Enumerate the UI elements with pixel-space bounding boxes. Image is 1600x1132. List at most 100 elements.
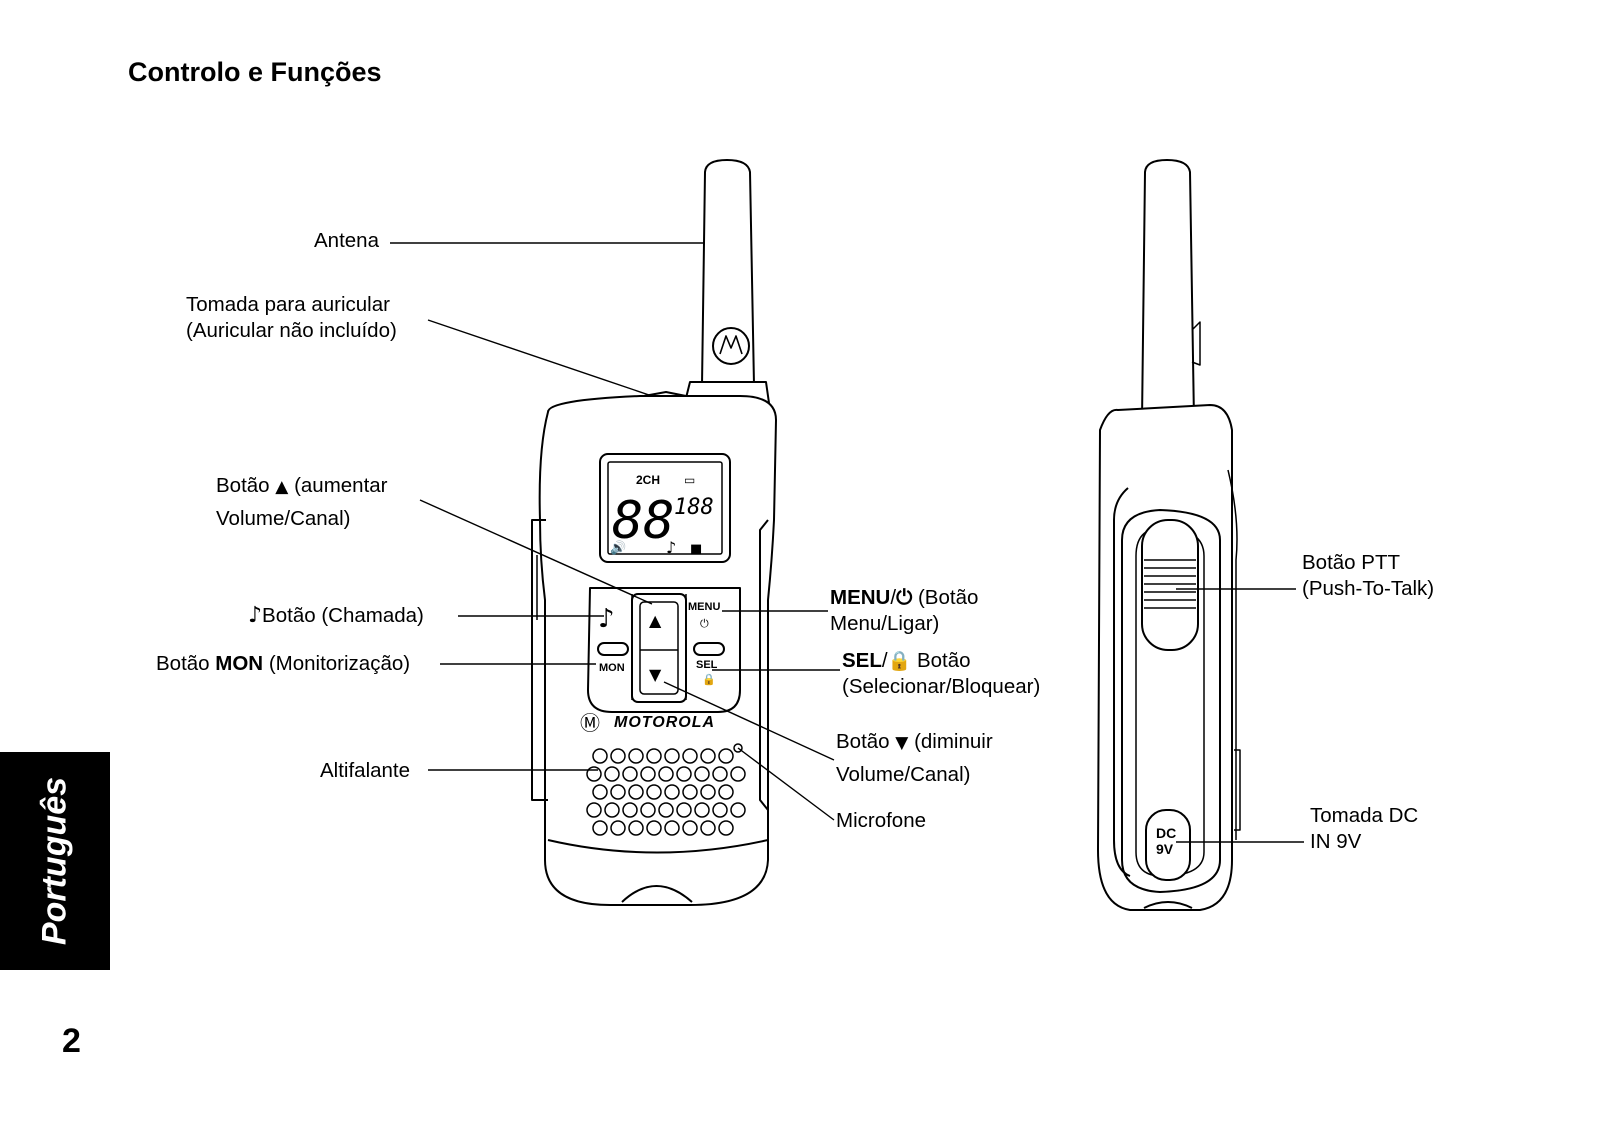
dc-jack-label-line2: 9V: [1156, 841, 1174, 857]
speaker-hole: [730, 802, 746, 818]
label-mon-suffix: (Monitorização): [268, 652, 411, 675]
keypad-sel-label: SEL: [696, 659, 718, 671]
speaker-hole: [592, 784, 608, 800]
label-menu-suffix: (Botão: [917, 586, 979, 609]
speaker-hole: [586, 802, 602, 818]
dc-jack-label-line1: DC: [1156, 825, 1176, 841]
lcd-lock-icon: ■: [690, 542, 702, 557]
up-triangle-icon: ▲: [275, 477, 289, 497]
side-body: [1097, 404, 1233, 911]
label-volume-up-prefix: Botão: [216, 474, 270, 497]
speaker-hole: [610, 784, 626, 800]
speaker-hole: [646, 748, 662, 764]
down-triangle-icon: ▼: [895, 733, 909, 753]
page-title: Controlo e Funções: [128, 57, 382, 87]
speaker-hole: [592, 820, 608, 836]
speaker-hole: [622, 766, 638, 782]
speaker-hole: [676, 802, 692, 818]
label-volume-down-suffix: (diminuir: [914, 730, 993, 753]
music-note-icon: ♪: [248, 603, 263, 628]
keypad-menu-label: MENU: [688, 601, 720, 613]
speaker-hole: [694, 766, 710, 782]
speaker-hole: [682, 820, 698, 836]
leader-microphone: [737, 747, 835, 821]
speaker-hole: [664, 820, 680, 836]
speaker-hole: [718, 784, 734, 800]
label-call-text: Botão (Chamada): [262, 604, 424, 627]
label-dc-line2: IN 9V: [1310, 830, 1362, 853]
speaker-hole: [628, 784, 644, 800]
speaker-hole: [718, 748, 734, 764]
label-ptt-line1: Botão PTT: [1302, 551, 1400, 574]
speaker-hole: [700, 820, 716, 836]
label-volume-down-prefix: Botão: [836, 730, 890, 753]
label-mon: Botão MON (Monitorização): [156, 651, 410, 677]
speaker-hole: [628, 748, 644, 764]
belt-clip: [1121, 509, 1221, 893]
speaker-hole: [640, 802, 656, 818]
speaker-hole: [622, 802, 638, 818]
label-volume-up-line2: Volume/Canal): [216, 507, 351, 530]
keypad-mon-label: MON: [599, 662, 625, 674]
speaker-hole: [658, 766, 674, 782]
speaker-hole: [604, 766, 620, 782]
label-sel-bold: SEL: [842, 649, 882, 672]
speaker-hole: [640, 766, 656, 782]
brand-logo-text: MOTOROLA: [614, 714, 715, 731]
ptt-button: [1141, 519, 1199, 651]
brand-logo-icon: Ⓜ: [580, 711, 600, 735]
label-volume-up: Botão ▲ (aumentar Volume/Canal): [216, 470, 388, 535]
label-menu-bold: MENU: [830, 586, 891, 609]
label-mon-prefix: Botão: [156, 652, 210, 675]
label-menu-line2: Menu/Ligar): [830, 612, 940, 635]
speaker-hole: [586, 766, 602, 782]
page-number: 2: [62, 1022, 81, 1060]
menu-sel-divider-button: [693, 642, 725, 656]
keypad-up-icon: ▲: [649, 611, 662, 630]
label-ptt-line2: (Push-To-Talk): [1302, 577, 1435, 600]
speaker-hole: [658, 802, 674, 818]
speaker-hole: [700, 748, 716, 764]
lcd-volume-icon: 🔊: [610, 539, 626, 556]
lcd-channel-label: 2CH: [636, 473, 660, 487]
language-side-tab-label: Português: [35, 776, 74, 946]
label-sel-suffix: Botão: [916, 649, 971, 672]
lcd-battery-icon: ▭: [684, 473, 695, 487]
label-menu: MENU/⏻ (Botão Menu/Ligar): [830, 585, 979, 635]
speaker-hole: [610, 748, 626, 764]
keypad-lock-icon: 🔒: [702, 673, 716, 686]
label-volume-down-line2: Volume/Canal): [836, 763, 971, 786]
label-volume-down: Botão ▼ (diminuir Volume/Canal): [836, 726, 993, 791]
power-icon: ⏻: [896, 585, 913, 609]
side-antenna: [1141, 159, 1195, 421]
lcd-screen: [607, 461, 723, 555]
lcd-small-digits: 188: [674, 495, 714, 520]
keypad-power-icon: ⏻: [700, 617, 709, 630]
keypad-down-icon: ▼: [649, 665, 662, 684]
lock-icon: 🔒: [887, 650, 912, 672]
label-microphone: Microfone: [836, 809, 927, 832]
mon-button: [597, 642, 629, 656]
speaker-hole: [610, 820, 626, 836]
speaker-hole: [664, 748, 680, 764]
label-earpiece-line1: Tomada para auricular: [186, 293, 390, 316]
speaker-hole: [712, 802, 728, 818]
speaker-hole: [694, 802, 710, 818]
dc-jack-cover: [1145, 809, 1191, 881]
label-antenna: Antena: [314, 229, 379, 252]
leader-earpiece: [427, 319, 653, 397]
speaker-hole: [604, 802, 620, 818]
speaker-hole: [730, 766, 746, 782]
speaker-hole: [712, 766, 728, 782]
lcd-big-digits: 88: [612, 491, 675, 551]
speaker-hole: [718, 820, 734, 836]
label-sel: SEL/🔒 Botão (Selecionar/Bloquear): [842, 649, 1041, 698]
language-side-tab: Português: [0, 752, 110, 970]
speaker-hole: [646, 784, 662, 800]
speaker-hole: [682, 748, 698, 764]
speaker-hole: [664, 784, 680, 800]
label-mon-bold: MON: [215, 652, 264, 675]
speaker-grille: [586, 748, 746, 836]
lcd-note-icon: ♪: [666, 538, 676, 557]
